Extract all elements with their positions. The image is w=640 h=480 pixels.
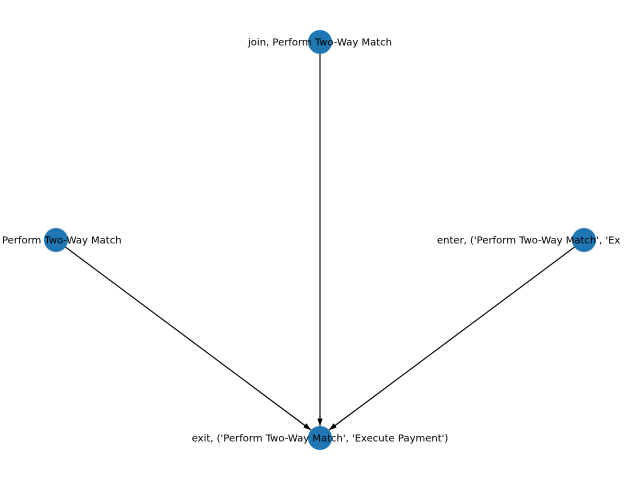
node-enter[interactable] xyxy=(572,228,596,252)
node-left-label: Perform Two-Way Match xyxy=(2,236,122,247)
node-join-label: join, Perform Two-Way Match xyxy=(247,38,392,49)
node-join[interactable] xyxy=(308,30,332,54)
node-left[interactable] xyxy=(44,228,68,252)
edge-left-to-exit xyxy=(55,239,312,431)
edge-enter-to-exit xyxy=(328,239,585,431)
node-exit[interactable] xyxy=(308,426,332,450)
node-exit-label: exit, ('Perform Two-Way Match', 'Execute… xyxy=(192,434,449,445)
node-enter-label: enter, ('Perform Two-Way Match', 'Ex xyxy=(437,236,620,247)
